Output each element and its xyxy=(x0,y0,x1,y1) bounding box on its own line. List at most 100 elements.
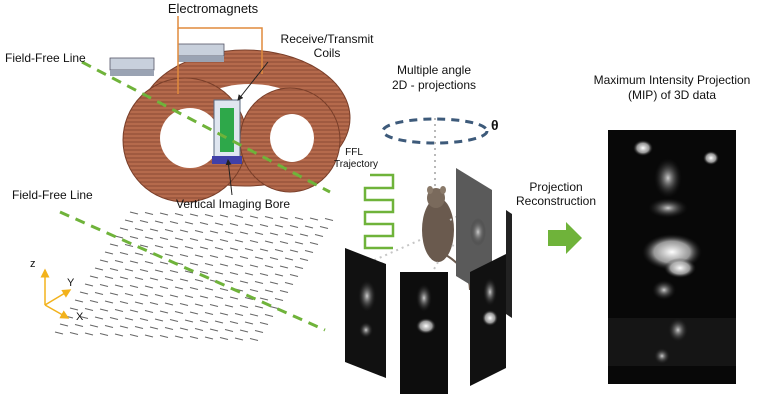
projection-recon-label-line1: Projection xyxy=(529,180,583,194)
field-vector xyxy=(219,263,229,267)
field-vector xyxy=(224,304,234,308)
field-vector xyxy=(124,244,134,247)
field-vector xyxy=(254,330,264,333)
mouse-subject xyxy=(422,186,471,291)
field-vector xyxy=(309,217,319,221)
theta-label: θ xyxy=(491,117,499,133)
field-vector xyxy=(139,269,149,272)
field-vector xyxy=(204,263,214,266)
field-vector xyxy=(219,214,229,218)
field-vector xyxy=(134,301,144,305)
field-vector xyxy=(274,249,284,252)
field-vector xyxy=(159,310,169,314)
field-vector xyxy=(259,224,269,227)
field-vector xyxy=(149,277,159,281)
receive-transmit-label-line1: Receive/Transmit xyxy=(280,32,374,46)
field-vector xyxy=(314,234,324,237)
field-vector xyxy=(249,215,259,219)
field-vector xyxy=(149,228,159,232)
field-vector xyxy=(279,241,289,244)
receive-transmit-label-line2: Coils xyxy=(313,46,341,60)
field-vector xyxy=(69,307,79,311)
field-free-line-label-bottom: Field-Free Line xyxy=(12,188,93,202)
field-vector xyxy=(159,261,169,265)
field-vector xyxy=(269,257,279,260)
field-vector xyxy=(174,335,184,339)
field-vector xyxy=(94,316,104,320)
field-vector xyxy=(89,300,99,303)
field-vector xyxy=(144,261,154,264)
field-vector xyxy=(184,295,194,298)
field-vector xyxy=(324,218,334,221)
field-vector xyxy=(284,282,294,285)
field-vector xyxy=(194,303,204,307)
axes-triad xyxy=(40,268,72,319)
axis-z-label: z xyxy=(30,258,36,270)
field-vector xyxy=(104,276,114,279)
field-vector xyxy=(194,230,204,233)
multiple-angle-label-line1: Multiple angle xyxy=(396,63,472,77)
projection-panel-right xyxy=(470,254,506,386)
ffl-trajectory-label-line2: Trajectory xyxy=(333,159,379,170)
field-vector xyxy=(114,309,124,312)
field-free-line-top-dash xyxy=(81,60,331,194)
field-vector xyxy=(189,336,199,339)
field-vector xyxy=(174,311,184,314)
field-vector xyxy=(104,325,114,328)
field-vector xyxy=(84,308,94,311)
field-vector xyxy=(204,238,214,242)
connector-block-right xyxy=(177,43,225,62)
field-vector xyxy=(254,256,264,260)
field-vector xyxy=(149,326,159,330)
field-vector xyxy=(184,221,194,225)
field-vector xyxy=(259,273,269,276)
field-vector xyxy=(109,243,119,247)
reconstruction-arrow xyxy=(548,222,582,254)
field-vector xyxy=(129,236,139,239)
field-vector xyxy=(194,279,204,282)
field-vector xyxy=(179,254,189,257)
bore-callout xyxy=(225,159,233,196)
field-vector xyxy=(169,221,179,224)
field-vector xyxy=(94,292,104,295)
field-vector xyxy=(154,220,164,224)
field-vector xyxy=(174,213,184,216)
field-vector xyxy=(289,274,299,277)
projection-panel-center xyxy=(400,272,448,394)
field-vector xyxy=(284,233,294,236)
field-vector xyxy=(244,321,254,325)
field-vector xyxy=(229,321,239,324)
field-vector xyxy=(129,309,139,313)
electromagnets-callout xyxy=(177,16,263,94)
coil-right-hole xyxy=(270,114,314,162)
field-vector xyxy=(199,246,209,250)
vertical-imaging-bore xyxy=(212,99,242,164)
field-vector xyxy=(144,236,154,240)
field-vector xyxy=(189,287,199,290)
field-vector xyxy=(164,253,174,257)
field-vector xyxy=(134,252,144,256)
field-vector xyxy=(219,312,229,316)
field-vector xyxy=(184,319,194,323)
field-vector xyxy=(124,219,134,223)
field-vector xyxy=(244,248,254,251)
field-vector xyxy=(209,304,219,307)
axis-y-label: Y xyxy=(67,277,75,289)
field-vector xyxy=(264,314,274,317)
field-vector xyxy=(224,280,234,283)
field-vector xyxy=(294,217,304,220)
field-vector xyxy=(84,332,94,336)
vertical-bore-label: Vertical Imaging Bore xyxy=(176,197,291,211)
field-vector xyxy=(119,325,129,329)
field-vector xyxy=(54,331,64,335)
field-vector xyxy=(94,267,104,271)
scanner-assembly xyxy=(109,43,351,203)
field-vector xyxy=(219,337,229,340)
field-vector xyxy=(279,290,289,293)
field-vector xyxy=(194,254,204,258)
field-vector xyxy=(89,275,99,279)
field-vector xyxy=(184,246,194,249)
field-vector xyxy=(234,313,244,316)
field-vector xyxy=(114,260,124,263)
